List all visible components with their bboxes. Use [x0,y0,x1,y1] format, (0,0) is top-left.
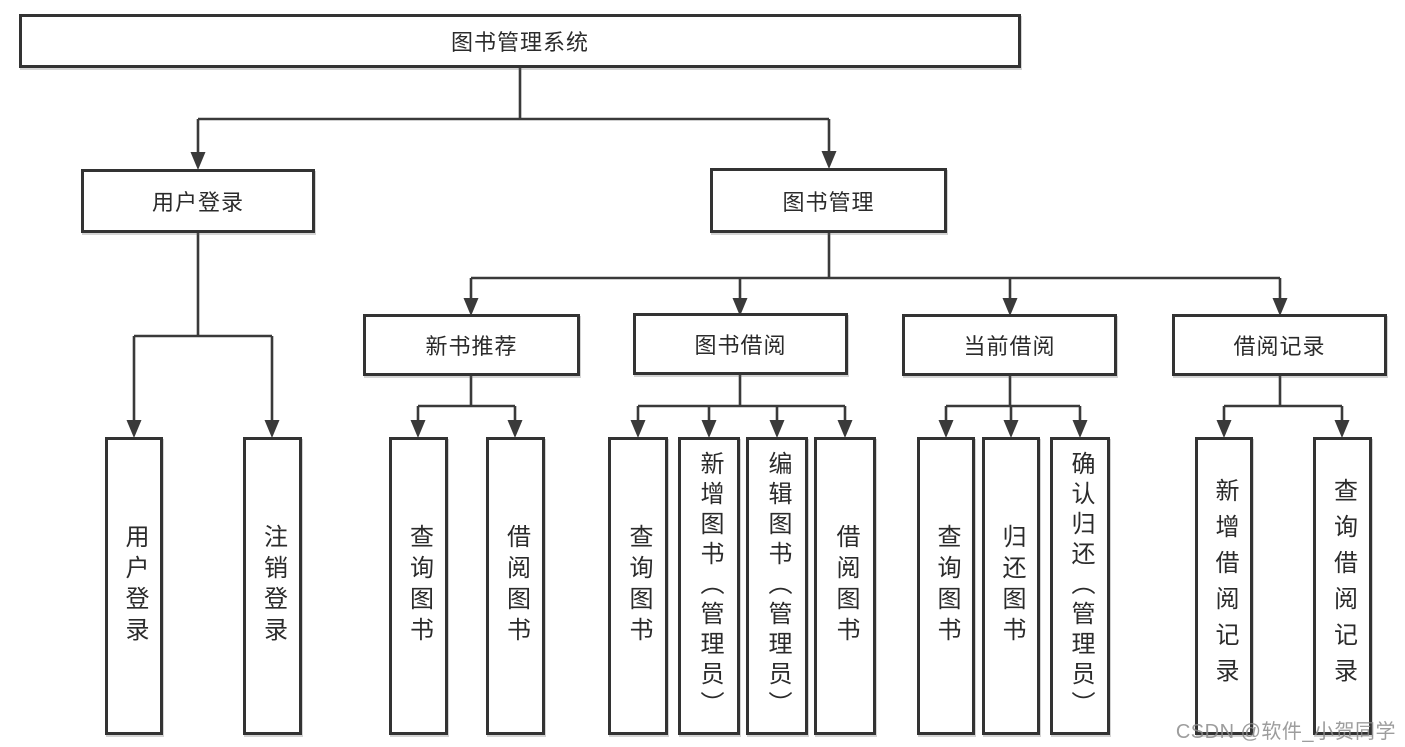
leaf-query-books-2: 查询图书 [608,437,668,735]
node-book-management-label: 图书管理 [782,189,875,215]
arrow-down-icon [769,420,785,438]
node-root: 图书管理系统 [19,14,1021,68]
arrow-down-icon [837,420,853,438]
node-borrow-records: 借阅记录 [1172,314,1387,376]
connector-new-books-to-leaves [410,376,523,438]
arrow-down-icon [1072,420,1088,438]
leaf-add-borrow-record-label: 新增借阅记录 [1211,478,1238,694]
arrow-down-icon [190,152,206,170]
leaf-confirm-return-admin-label: 确认归还（管理员） [1067,451,1094,721]
node-book-borrow-label: 图书借阅 [694,333,787,358]
leaf-edit-books-admin-label: 编辑图书（管理员） [764,451,791,721]
leaf-return-books-label: 归还图书 [998,524,1025,648]
watermark: CSDN @软件_小贺同学 [1175,721,1396,743]
arrow-down-icon [1216,420,1232,438]
leaf-user-login: 用户登录 [105,437,163,735]
node-book-management: 图书管理 [710,168,947,233]
connector-current-to-leaves [938,376,1088,438]
node-user-login-label: 用户登录 [151,190,244,215]
connector-borrow-to-leaves [630,375,853,438]
node-book-borrow: 图书借阅 [633,313,848,375]
leaf-borrow-books-1-label: 借阅图书 [502,524,530,648]
leaf-query-books-3-label: 查询图书 [933,524,960,648]
node-current-borrow: 当前借阅 [902,314,1117,376]
arrow-down-icon [264,420,280,438]
connector-user-login-to-leaves [126,233,280,438]
node-current-borrow-label: 当前借阅 [963,334,1056,359]
leaf-logout-label: 注销登录 [259,524,287,648]
leaf-query-books-2-label: 查询图书 [625,524,652,648]
connector-records-to-leaves [1216,376,1350,438]
leaf-user-login-label: 用户登录 [121,524,148,648]
arrow-down-icon [126,420,142,438]
leaf-query-borrow-record-label: 查询借阅记录 [1329,478,1357,694]
leaf-query-books-3: 查询图书 [917,437,975,735]
leaf-borrow-books-2-label: 借阅图书 [832,524,859,648]
arrow-down-icon [732,298,748,316]
connector-root-to-level2 [190,68,837,170]
arrow-down-icon [463,298,479,316]
arrow-down-icon [507,420,523,438]
arrow-down-icon [938,420,954,438]
leaf-return-books: 归还图书 [982,437,1040,735]
connector-book-mgmt-to-level3 [463,233,1288,316]
leaf-query-borrow-record: 查询借阅记录 [1313,437,1372,735]
leaf-logout: 注销登录 [243,437,302,735]
leaf-add-books-admin: 新增图书（管理员） [678,437,740,735]
leaf-add-books-admin-label: 新增图书（管理员） [696,451,723,721]
arrow-down-icon [630,420,646,438]
leaf-add-borrow-record: 新增借阅记录 [1195,437,1253,735]
arrow-down-icon [410,420,426,438]
arrow-down-icon [1002,298,1018,316]
arrow-down-icon [1003,420,1019,438]
leaf-query-books-1-label: 查询图书 [405,524,433,648]
leaf-query-books-1: 查询图书 [389,437,448,735]
leaf-edit-books-admin: 编辑图书（管理员） [746,437,808,735]
leaf-borrow-books-2: 借阅图书 [814,437,876,735]
leaf-borrow-books-1: 借阅图书 [486,437,545,735]
arrow-down-icon [1334,420,1350,438]
arrow-down-icon [821,151,837,169]
node-new-book-recommend-label: 新书推荐 [425,334,518,359]
node-new-book-recommend: 新书推荐 [363,314,580,376]
node-root-label: 图书管理系统 [450,30,589,55]
arrow-down-icon [1272,298,1288,316]
node-borrow-records-label: 借阅记录 [1233,334,1326,359]
leaf-confirm-return-admin: 确认归还（管理员） [1050,437,1110,735]
arrow-down-icon [701,420,717,438]
node-user-login: 用户登录 [81,169,315,233]
